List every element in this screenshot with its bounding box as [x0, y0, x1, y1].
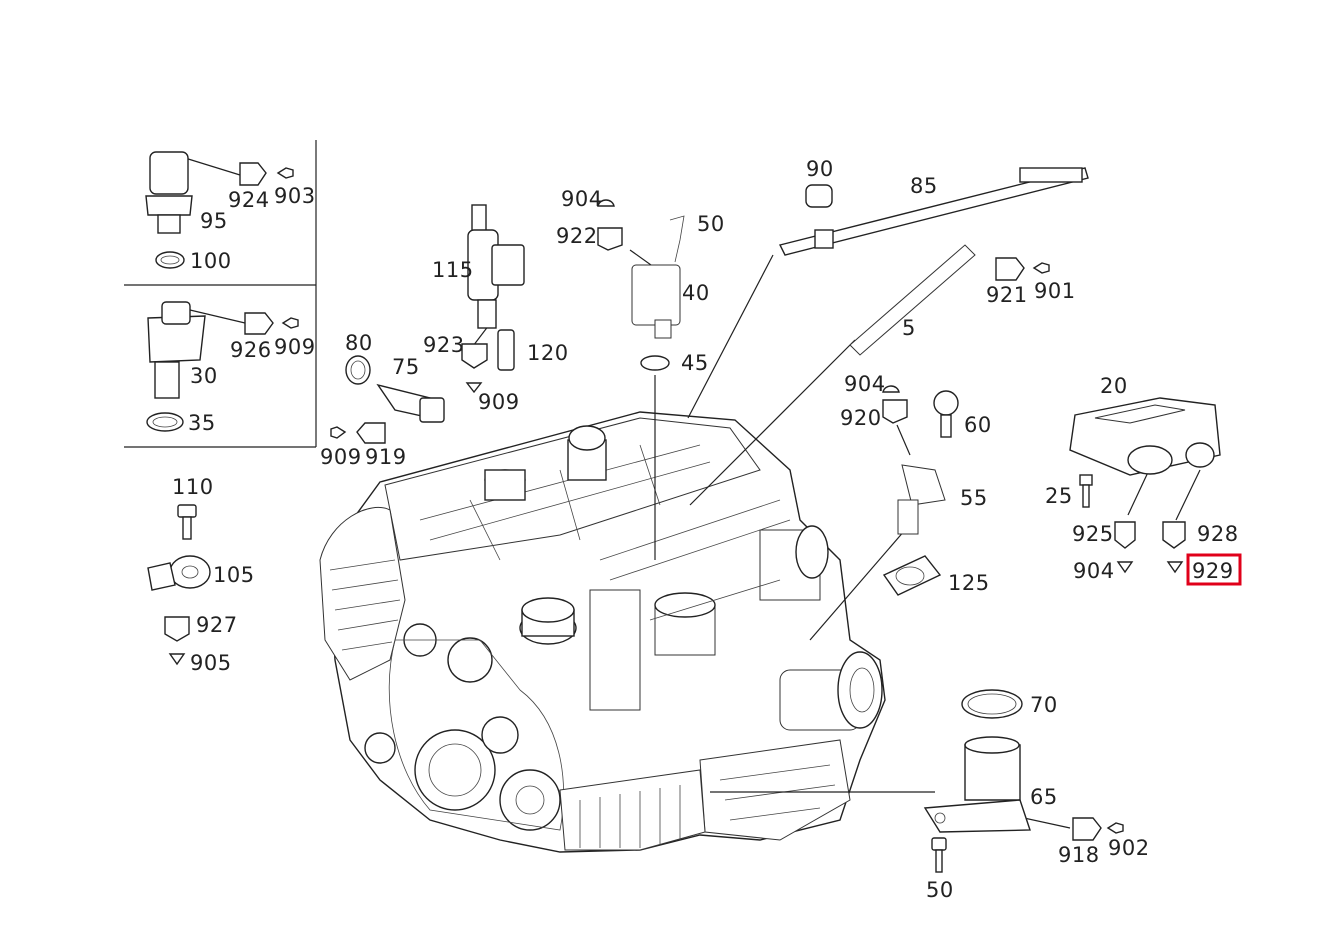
- connector-symbols: [164, 162, 1186, 841]
- label-920[interactable]: 920: [840, 406, 882, 430]
- label-75[interactable]: 75: [392, 355, 420, 379]
- label-90[interactable]: 90: [806, 157, 834, 181]
- label-902[interactable]: 902: [1108, 836, 1150, 860]
- part-55-sensor: [897, 464, 946, 535]
- label-904-top[interactable]: 904: [561, 187, 603, 211]
- part-40-injector-bracket: [631, 264, 681, 339]
- label-30[interactable]: 30: [190, 364, 218, 388]
- label-904-right[interactable]: 904: [1073, 559, 1115, 583]
- label-100[interactable]: 100: [190, 249, 232, 273]
- part-75-sensor: [376, 383, 445, 423]
- part-5-injector-rail: [849, 244, 976, 356]
- label-125[interactable]: 125: [948, 571, 990, 595]
- engine-block-drawing: [319, 411, 886, 853]
- label-922[interactable]: 922: [556, 224, 598, 248]
- part-105-knock-sensor: [147, 555, 211, 591]
- part-90-plug: [805, 184, 833, 208]
- label-909-top[interactable]: 909: [274, 335, 316, 359]
- label-919[interactable]: 919: [365, 445, 407, 469]
- part-45-seal: [640, 355, 670, 371]
- label-110[interactable]: 110: [172, 475, 214, 499]
- label-95[interactable]: 95: [200, 209, 228, 233]
- label-55[interactable]: 55: [960, 486, 988, 510]
- part-60-clip: [933, 390, 959, 438]
- part-110-bolt: [177, 504, 197, 540]
- part-120-cap: [497, 329, 515, 371]
- label-60[interactable]: 60: [964, 413, 992, 437]
- part-115-valve: [467, 204, 525, 329]
- part-85-oxygen-sensor: [778, 167, 1089, 256]
- label-80[interactable]: 80: [345, 331, 373, 355]
- label-35[interactable]: 35: [188, 411, 216, 435]
- part-30-temperature-sensor: [147, 301, 206, 399]
- inset-panel-borders: [124, 140, 317, 448]
- label-105[interactable]: 105: [213, 563, 255, 587]
- label-901[interactable]: 901: [1034, 279, 1076, 303]
- part-95-pressure-switch: [145, 151, 193, 234]
- label-20[interactable]: 20: [1100, 374, 1128, 398]
- part-65-oil-level-sensor: [923, 736, 1031, 833]
- part-80-ring: [345, 355, 371, 385]
- label-25[interactable]: 25: [1045, 484, 1073, 508]
- label-70[interactable]: 70: [1030, 693, 1058, 717]
- part-50-bolt: [931, 837, 947, 873]
- label-45[interactable]: 45: [681, 351, 709, 375]
- label-115[interactable]: 115: [432, 258, 474, 282]
- label-909-left[interactable]: 909: [320, 445, 362, 469]
- label-5[interactable]: 5: [902, 316, 916, 340]
- label-918[interactable]: 918: [1058, 843, 1100, 867]
- part-70-seal-ring: [961, 689, 1023, 719]
- label-929[interactable]: 929: [1192, 559, 1234, 583]
- part-labels: 924 903 95 100 926 909 30 35 115 923 120…: [172, 157, 1242, 902]
- label-927[interactable]: 927: [196, 613, 238, 637]
- label-903[interactable]: 903: [274, 184, 316, 208]
- highlight-box-929: [1186, 553, 1242, 586]
- label-928[interactable]: 928: [1197, 522, 1239, 546]
- label-40[interactable]: 40: [682, 281, 710, 305]
- label-65[interactable]: 65: [1030, 785, 1058, 809]
- label-923[interactable]: 923: [423, 333, 465, 357]
- label-120[interactable]: 120: [527, 341, 569, 365]
- label-909-mid[interactable]: 909: [478, 390, 520, 414]
- label-926[interactable]: 926: [230, 338, 272, 362]
- label-924[interactable]: 924: [228, 188, 270, 212]
- label-921[interactable]: 921: [986, 283, 1028, 307]
- part-50-clip: [669, 215, 685, 263]
- part-35-seal-ring: [146, 412, 184, 432]
- label-85[interactable]: 85: [910, 174, 938, 198]
- part-125-gasket: [882, 555, 942, 596]
- label-50-top[interactable]: 50: [697, 212, 725, 236]
- part-25-bolt: [1079, 474, 1093, 508]
- leader-lines: [184, 157, 1201, 829]
- label-904-mid[interactable]: 904: [844, 372, 886, 396]
- label-50-bottom[interactable]: 50: [926, 878, 954, 902]
- label-925[interactable]: 925: [1072, 522, 1114, 546]
- part-100-seal-ring: [155, 251, 185, 269]
- label-905[interactable]: 905: [190, 651, 232, 675]
- part-20-control-unit: [1069, 397, 1221, 476]
